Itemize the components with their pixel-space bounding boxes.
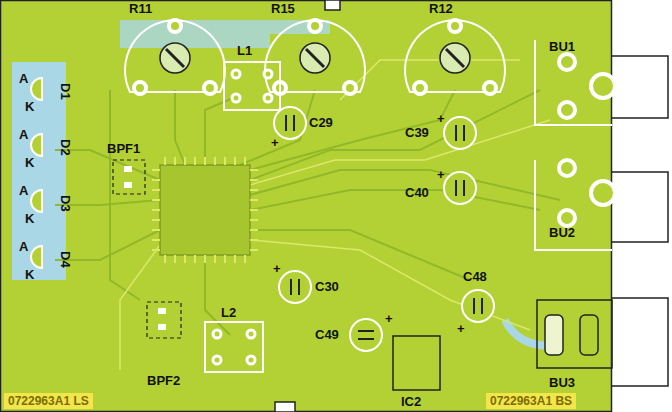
part-label: IC2: [400, 395, 422, 409]
part-label: L2: [220, 306, 237, 320]
part-label: K: [24, 100, 35, 114]
board-code: 0722963A1 LS: [4, 393, 93, 409]
part-label: R12: [428, 2, 454, 16]
part-label: BU2: [548, 226, 576, 240]
part-label: A: [18, 240, 29, 254]
polarity-mark: +: [272, 262, 282, 276]
part-label: C39: [404, 126, 430, 140]
part-label: C40: [404, 186, 430, 200]
part-label: K: [24, 156, 35, 170]
polarity-mark: +: [270, 136, 280, 150]
part-label: A: [18, 72, 29, 86]
part-label: D3: [58, 194, 72, 213]
polarity-mark: +: [384, 312, 394, 326]
part-label: K: [24, 268, 35, 282]
part-label: C48: [462, 270, 488, 284]
part-label: BPF1: [106, 142, 141, 156]
polarity-mark: +: [436, 112, 446, 126]
board-code: 0722963A1 BS: [486, 393, 576, 409]
part-label: A: [18, 128, 29, 142]
part-label: D4: [58, 250, 72, 269]
part-label: L1: [236, 44, 253, 58]
part-label: D2: [58, 138, 72, 157]
part-label: R15: [270, 2, 296, 16]
part-label: C49: [314, 328, 340, 342]
polarity-mark: +: [436, 168, 446, 182]
part-label: K: [24, 212, 35, 226]
part-label: R11: [128, 2, 153, 16]
part-label: D1: [58, 82, 72, 101]
part-label: BU1: [548, 40, 576, 54]
part-label: C30: [314, 280, 340, 294]
part-label: BPF2: [146, 374, 181, 388]
polarity-mark: +: [456, 322, 466, 336]
part-label: C29: [308, 116, 334, 130]
part-label: A: [18, 184, 29, 198]
part-label: BU3: [548, 376, 576, 390]
